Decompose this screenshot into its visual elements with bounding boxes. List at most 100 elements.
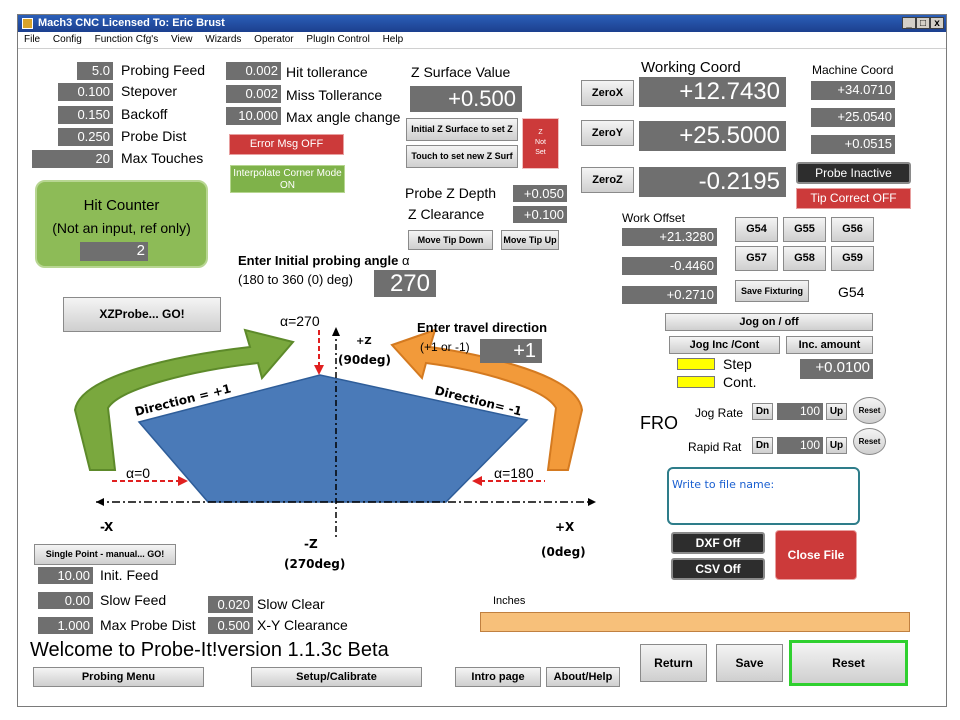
machine-y-dro: +25.0540: [811, 108, 895, 127]
dxf-off-button[interactable]: DXF Off: [671, 532, 765, 554]
z-surface-dro[interactable]: +0.500: [410, 86, 522, 112]
max-angle-dro[interactable]: 10.000: [226, 107, 281, 125]
initial-z-surface-button[interactable]: Initial Z Surface to set Z: [406, 118, 518, 141]
hit-counter-value: 2: [80, 242, 148, 261]
zero-z-button[interactable]: ZeroZ: [581, 167, 634, 193]
slow-feed-dro[interactable]: 0.00: [38, 592, 93, 609]
working-z-dro[interactable]: -0.2195: [639, 167, 786, 197]
angle-entry-label: Enter Initial probing angle α: [238, 253, 409, 268]
rapid-rate-down-button[interactable]: Dn: [752, 437, 773, 454]
menu-config[interactable]: Config: [52, 34, 82, 45]
g55-button[interactable]: G55: [783, 217, 826, 242]
stepover-dro[interactable]: 0.100: [58, 83, 113, 101]
jog-rate-down-button[interactable]: Dn: [752, 403, 773, 420]
intro-page-button[interactable]: Intro page: [455, 667, 541, 687]
rapid-rate-up-button[interactable]: Up: [826, 437, 847, 454]
error-msg-button[interactable]: Error Msg OFF: [229, 134, 344, 155]
file-name-prompt: Write to file name:: [672, 478, 775, 491]
probing-angle-dro[interactable]: 270: [374, 270, 436, 297]
save-fixturing-button[interactable]: Save Fixturing: [735, 280, 809, 302]
about-help-button[interactable]: About/Help: [546, 667, 620, 687]
menu-operator[interactable]: Operator: [254, 34, 294, 45]
file-name-input[interactable]: [667, 467, 860, 525]
probing-menu-button[interactable]: Probing Menu: [33, 667, 204, 687]
g58-button[interactable]: G58: [783, 246, 826, 271]
work-offset-y-dro[interactable]: -0.4460: [622, 257, 717, 275]
menu-function-cfgs[interactable]: Function Cfg's: [94, 34, 159, 45]
working-coord-label: Working Coord: [641, 59, 741, 76]
zero-x-button[interactable]: ZeroX: [581, 80, 634, 106]
probe-dist-label: Probe Dist: [121, 128, 187, 144]
interpolate-corner-button[interactable]: Interpolate Corner Mode ON: [230, 165, 345, 193]
hit-tolerance-dro[interactable]: 0.002: [226, 62, 281, 80]
alpha270-arrowhead: [314, 365, 324, 375]
menu-view[interactable]: View: [170, 34, 193, 45]
probing-feed-label: Probing Feed: [121, 62, 206, 78]
csv-off-button[interactable]: CSV Off: [671, 558, 765, 580]
init-feed-dro[interactable]: 10.00: [38, 567, 93, 584]
z-clearance-dro[interactable]: +0.100: [513, 206, 567, 223]
travel-direction-hint: (+1 or -1): [420, 340, 470, 354]
xy-clearance-dro[interactable]: 0.500: [208, 617, 253, 634]
work-offset-x-dro[interactable]: +21.3280: [622, 228, 717, 246]
jog-rate-dro[interactable]: 100: [777, 403, 823, 420]
g57-button[interactable]: G57: [735, 246, 778, 271]
jog-rate-reset-button[interactable]: Reset: [853, 397, 886, 424]
close-file-button[interactable]: Close File: [775, 530, 857, 580]
step-led: [677, 358, 715, 370]
cont-led: [677, 376, 715, 388]
working-y-dro[interactable]: +25.5000: [639, 121, 786, 151]
single-point-go-button[interactable]: Single Point - manual... GO!: [34, 544, 176, 565]
travel-direction-dro[interactable]: +1: [480, 339, 542, 363]
minimize-button[interactable]: _: [902, 17, 916, 29]
probing-feed-dro[interactable]: 5.0: [77, 62, 113, 80]
setup-calibrate-button[interactable]: Setup/Calibrate: [251, 667, 422, 687]
close-button[interactable]: x: [930, 17, 944, 29]
working-x-dro[interactable]: +12.7430: [639, 77, 786, 107]
menu-wizards[interactable]: Wizards: [205, 34, 242, 45]
maximize-button[interactable]: □: [916, 17, 930, 29]
work-offset-z-dro[interactable]: +0.2710: [622, 286, 717, 304]
g59-button[interactable]: G59: [831, 246, 874, 271]
cont-label: Cont.: [723, 374, 757, 390]
machine-coord-label: Machine Coord: [812, 63, 894, 77]
g56-button[interactable]: G56: [831, 217, 874, 242]
travel-direction-label: Enter travel direction: [417, 320, 548, 335]
menu-plugin-control[interactable]: PlugIn Control: [306, 34, 370, 45]
alpha180-arrowhead: [472, 476, 482, 486]
g54-button[interactable]: G54: [735, 217, 778, 242]
miss-tolerance-dro[interactable]: 0.002: [226, 85, 281, 103]
jog-on-off-button[interactable]: Jog on / off: [665, 313, 873, 331]
inc-amount-dro[interactable]: +0.0100: [800, 359, 873, 379]
xzprobe-go-button[interactable]: XZProbe... GO!: [63, 297, 221, 332]
rapid-rate-dro[interactable]: 100: [777, 437, 823, 454]
touch-z-surface-button[interactable]: Touch to set new Z Surf: [406, 145, 518, 168]
save-button[interactable]: Save: [716, 644, 783, 682]
inc-amount-button[interactable]: Inc. amount: [786, 336, 873, 354]
menu-help[interactable]: Help: [382, 34, 404, 45]
move-tip-up-button[interactable]: Move Tip Up: [501, 230, 559, 250]
z-status-line-2: Not: [535, 139, 546, 146]
deg270-label: (270deg): [284, 557, 345, 571]
reset-button[interactable]: Reset: [789, 640, 908, 686]
alpha270-label: α=270: [280, 313, 320, 329]
jog-rate-up-button[interactable]: Up: [826, 403, 847, 420]
menu-file[interactable]: File: [24, 34, 41, 45]
rapid-rate-reset-button[interactable]: Reset: [853, 428, 886, 455]
slow-feed-label: Slow Feed: [100, 592, 167, 608]
current-fixture-label: G54: [838, 284, 865, 300]
backoff-dro[interactable]: 0.150: [58, 106, 113, 124]
max-touches-dro[interactable]: 20: [32, 150, 113, 168]
move-tip-down-button[interactable]: Move Tip Down: [408, 230, 493, 250]
probe-z-depth-dro[interactable]: +0.050: [513, 185, 567, 202]
plus-z-label: +Z: [356, 336, 372, 347]
probe-dist-dro[interactable]: 0.250: [58, 128, 113, 146]
jog-inc-cont-button[interactable]: Jog Inc /Cont: [669, 336, 780, 354]
zero-y-button[interactable]: ZeroY: [581, 120, 634, 146]
return-button[interactable]: Return: [640, 644, 707, 682]
z-surface-label: Z Surface Value: [411, 64, 511, 80]
max-probe-dist-dro[interactable]: 1.000: [38, 617, 93, 634]
tip-correct-button[interactable]: Tip Correct OFF: [796, 188, 911, 209]
slow-clear-dro[interactable]: 0.020: [208, 596, 253, 613]
